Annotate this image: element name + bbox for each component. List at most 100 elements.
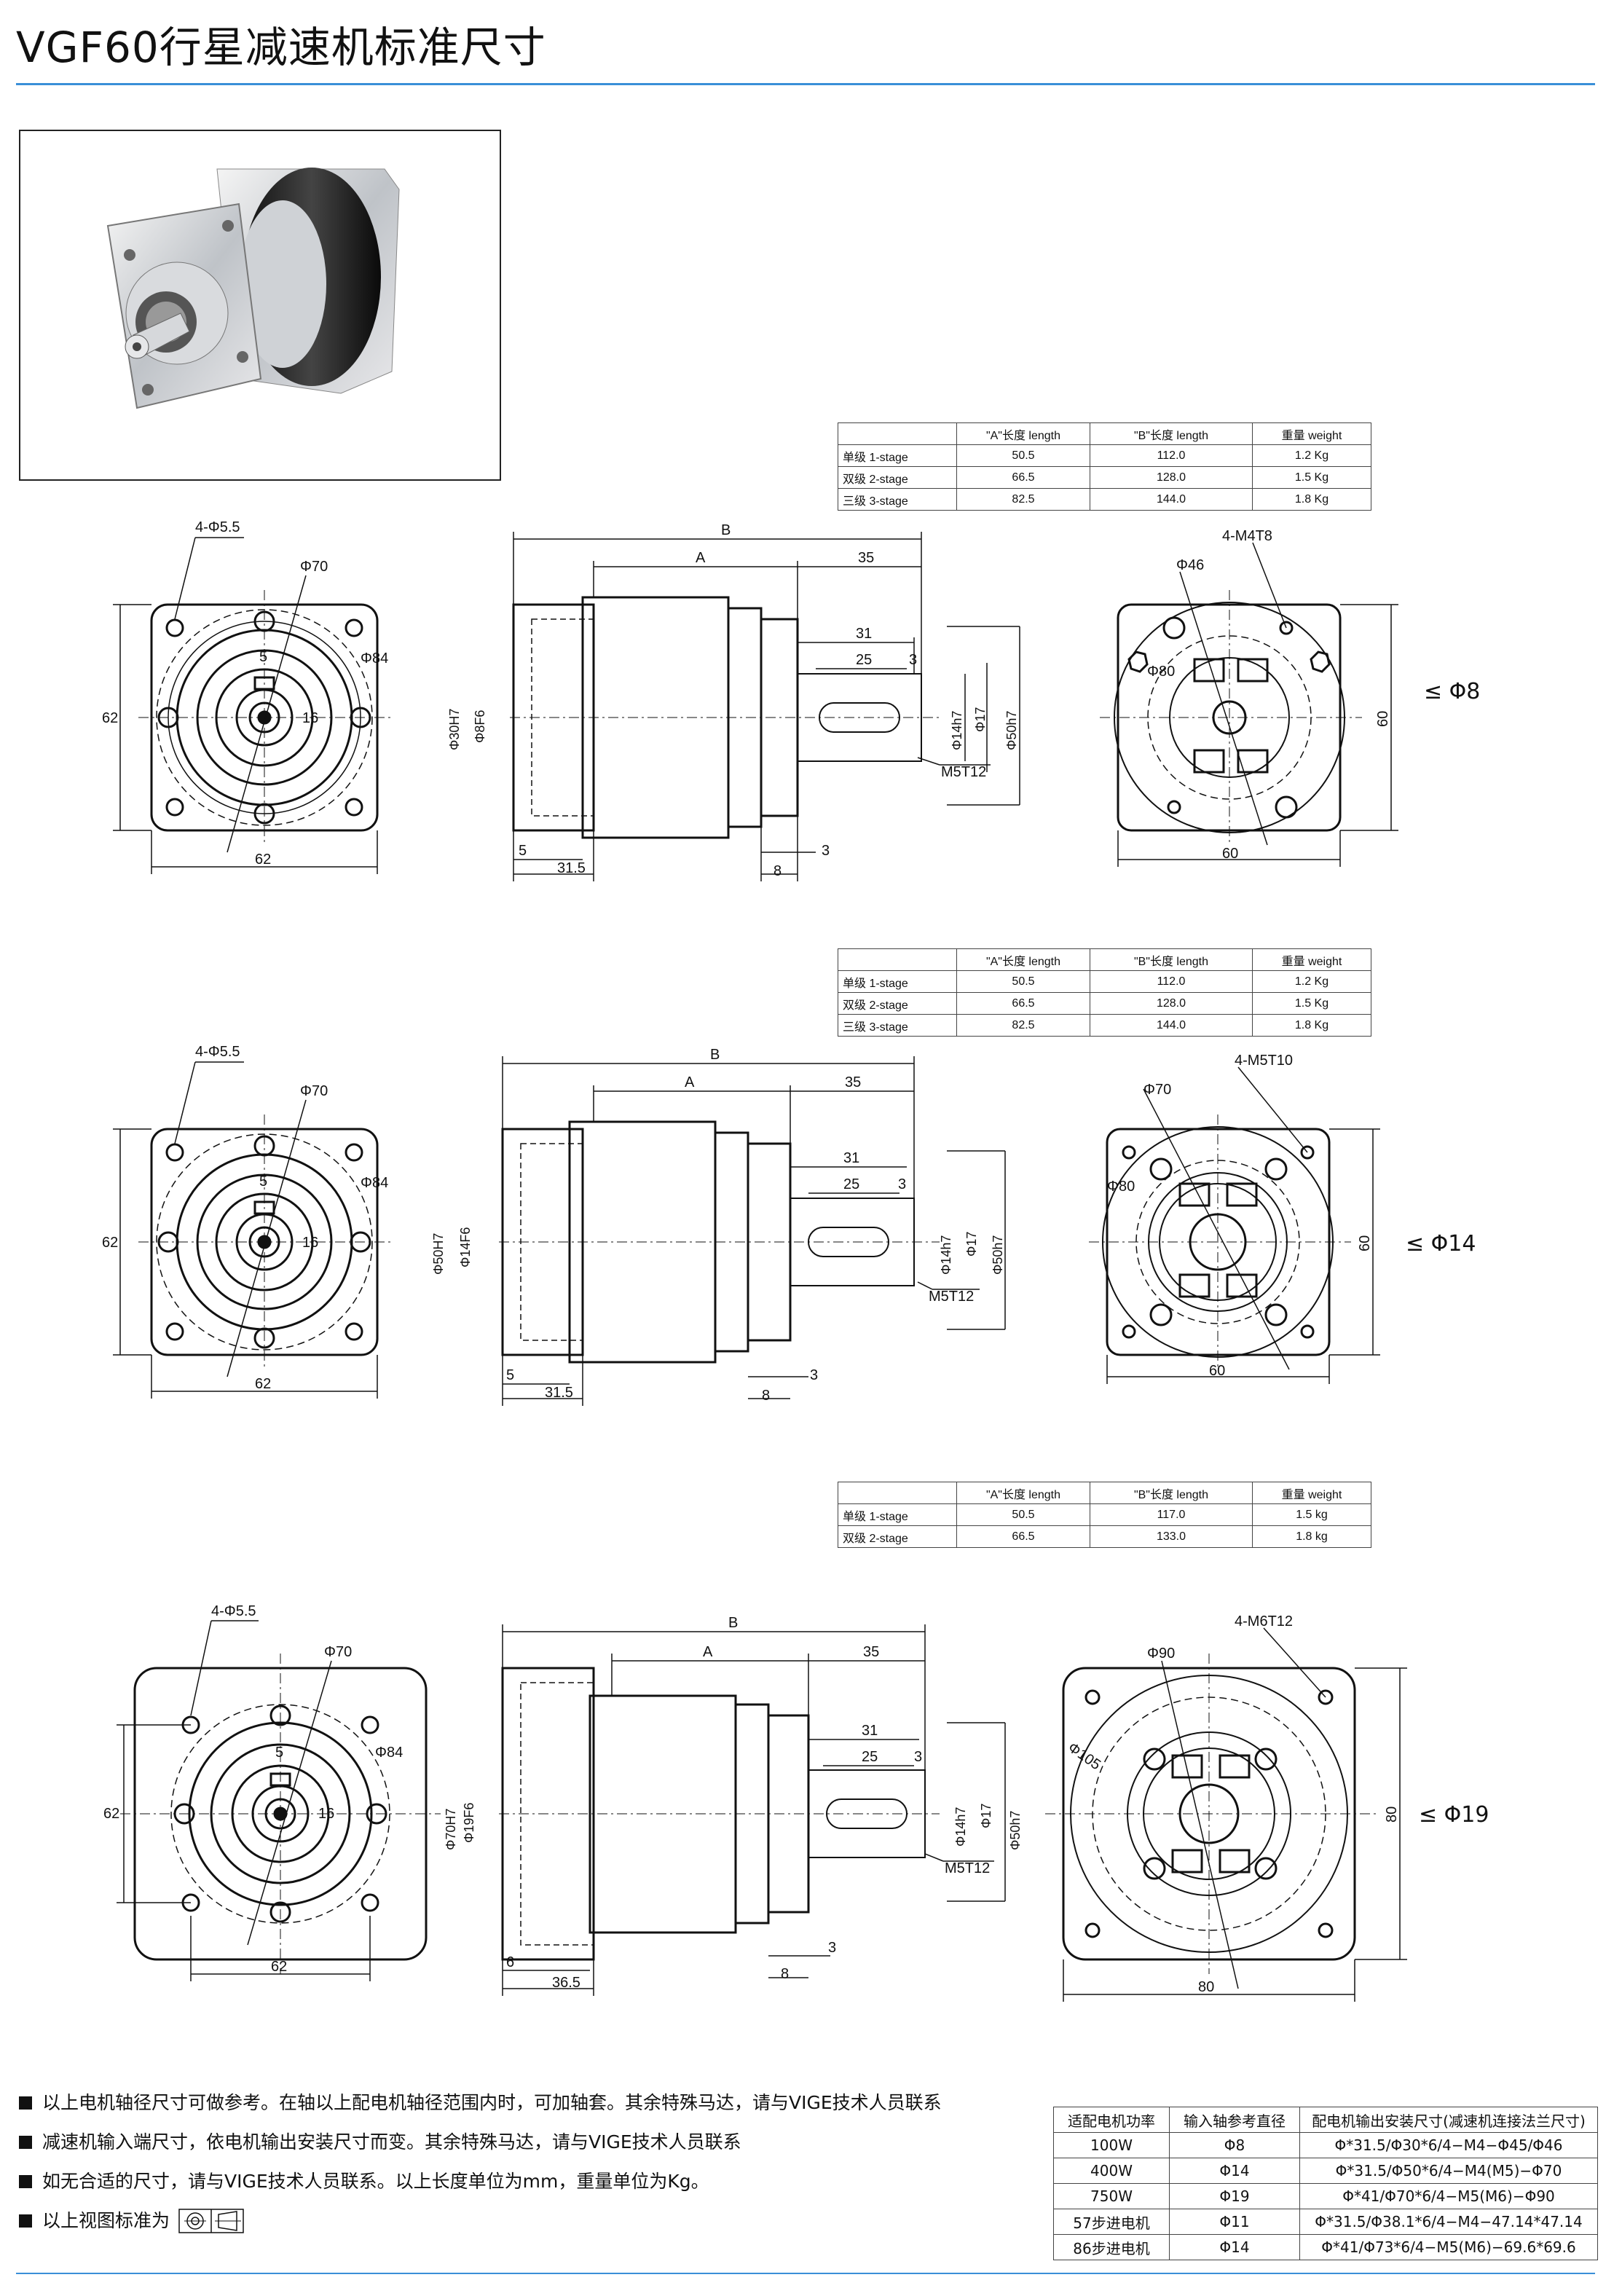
list-item: 以上视图标准为: [19, 2201, 942, 2241]
front-h-label: 16: [302, 1235, 318, 1251]
side-25: 25: [862, 1749, 878, 1765]
front-holes-label: 4-Φ5.5: [195, 1044, 240, 1060]
side-17: Φ17: [964, 1232, 979, 1257]
side-pilot: Φ50H7: [431, 1233, 446, 1275]
side-A: A: [685, 1074, 695, 1090]
side-31-5: 31.5: [557, 860, 586, 876]
motor-table: 适配电机功率 输入轴参考直径 配电机输出安装尺寸(减速机连接法兰尺寸) 100W…: [1053, 2107, 1598, 2260]
rear-d2: Φ80: [1107, 1179, 1135, 1195]
side-shaft: Φ14h7: [939, 1235, 953, 1275]
rear-view: [1089, 1114, 1351, 1369]
rear-view: [1100, 590, 1362, 845]
rear-d1: Φ46: [1176, 557, 1204, 573]
side-B: B: [728, 1615, 738, 1631]
side-flange: Φ50h7: [1004, 711, 1019, 750]
front-h-label: 16: [318, 1806, 334, 1822]
front-view: [138, 590, 393, 845]
side-view: [510, 596, 940, 839]
rear-h: 60: [1357, 1235, 1373, 1251]
rear-d2: Φ80: [1147, 664, 1175, 680]
front-height-label: 62: [102, 1235, 118, 1251]
bullet-icon: [19, 2096, 32, 2110]
front-pcd2-label: Φ84: [361, 1175, 388, 1191]
side-shaft-in: Φ14F6: [458, 1227, 473, 1267]
side-dims: [513, 532, 1020, 881]
size-label-3: ≤ Φ19: [1419, 1802, 1489, 1828]
front-pcd2-label: Φ84: [375, 1745, 403, 1761]
projection-symbol-icon: [178, 2209, 244, 2233]
bullet-icon: [19, 2175, 32, 2188]
side-B: B: [710, 1047, 720, 1063]
side-25: 25: [856, 652, 872, 668]
side-25: 25: [843, 1176, 859, 1192]
side-pilot: Φ70H7: [444, 1809, 458, 1850]
side-8: 8: [773, 863, 782, 879]
rear-holes: 4-M4T8: [1222, 528, 1272, 544]
side-flange: Φ50h7: [1008, 1811, 1023, 1850]
list-item: 以上电机轴径尺寸可做参考。在轴以上配电机轴径范围内时，可加轴套。其余特殊马达，请…: [19, 2083, 942, 2123]
front-view: [120, 1654, 441, 1974]
side-8: 8: [781, 1966, 789, 1982]
drawing-section-2: 4-Φ5.5 Φ70 Φ84 5 16 62 62 B A 35 31 25 3…: [102, 1044, 1380, 1406]
front-width-label: 62: [271, 1959, 287, 1975]
notes-list: 以上电机轴径尺寸可做参考。在轴以上配电机轴径范围内时，可加轴套。其余特殊马达，请…: [19, 2083, 942, 2241]
front-width-label: 62: [255, 852, 271, 868]
side-B: B: [721, 522, 731, 538]
side-3: 3: [898, 1176, 906, 1192]
side-shaft-in: Φ19F6: [462, 1803, 476, 1843]
side-3b: 3: [828, 1940, 836, 1956]
side-view: [499, 1667, 940, 1961]
product-photo: [19, 130, 501, 481]
bullet-icon: [19, 2214, 32, 2228]
rear-d1: Φ70: [1143, 1082, 1171, 1098]
page-title: VGF60行星减速机标准尺寸: [16, 23, 546, 72]
side-5: 6: [506, 1954, 514, 1970]
side-shaft: Φ14h7: [950, 711, 964, 750]
side-17: Φ17: [979, 1804, 993, 1828]
front-height-label: 62: [102, 710, 118, 726]
front-height-label: 62: [103, 1806, 119, 1822]
rear-dims: [1117, 542, 1398, 867]
side-flange: Φ50h7: [991, 1235, 1005, 1275]
front-width-label: 62: [255, 1376, 271, 1392]
rear-view: [1045, 1654, 1377, 1974]
bottom-divider: [16, 2273, 1595, 2274]
rear-w: 80: [1198, 1979, 1214, 1995]
side-5: 5: [506, 1367, 514, 1383]
side-35: 35: [845, 1074, 861, 1090]
side-17: Φ17: [973, 707, 988, 732]
side-A: A: [703, 1644, 713, 1660]
size-label-2: ≤ Φ14: [1406, 1231, 1476, 1257]
rear-d2: Φ105: [1065, 1739, 1103, 1773]
side-3: 3: [909, 652, 917, 668]
side-pilot: Φ30H7: [447, 709, 462, 750]
front-key-label: 5: [259, 649, 267, 665]
front-pcd-label: Φ70: [324, 1644, 352, 1660]
side-8: 8: [762, 1388, 770, 1404]
rear-d1: Φ90: [1147, 1646, 1175, 1662]
rear-h: 80: [1384, 1806, 1400, 1823]
side-31: 31: [862, 1723, 878, 1739]
rear-w: 60: [1222, 846, 1238, 862]
front-pcd-label: Φ70: [300, 1083, 328, 1099]
rear-w: 60: [1209, 1363, 1225, 1379]
side-view: [499, 1120, 940, 1364]
front-key-label: 5: [275, 1745, 283, 1761]
size-label-1: ≤ Φ8: [1424, 679, 1481, 704]
list-item: 减速机输入端尺寸，依电机输出安装尺寸而变。其余特殊马达，请与VIGE技术人员联系: [19, 2123, 942, 2162]
front-pcd2-label: Φ84: [361, 650, 388, 667]
side-35: 35: [858, 550, 874, 566]
